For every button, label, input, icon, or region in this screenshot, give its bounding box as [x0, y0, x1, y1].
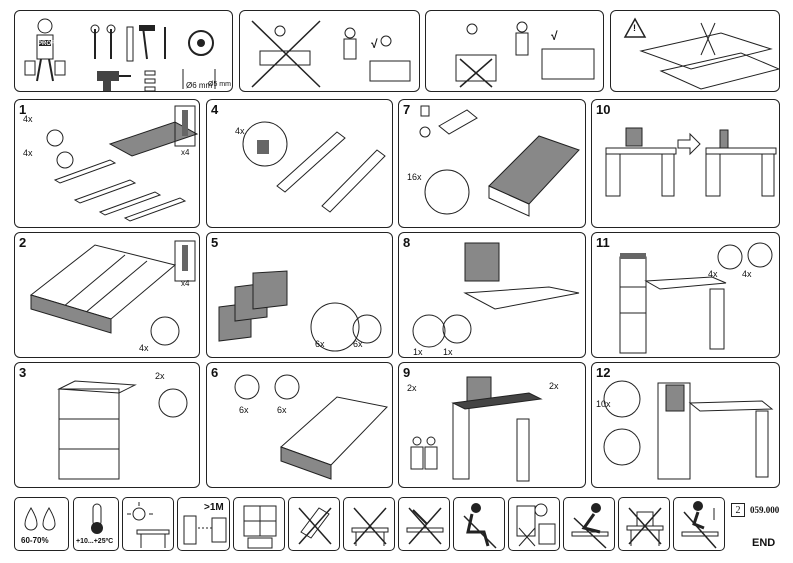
no-climb-icon: [508, 497, 560, 551]
warning-icon: !: [633, 23, 636, 33]
step-11-qty-a: 4x: [708, 269, 718, 279]
step-9-qty-a: 2x: [407, 383, 417, 393]
step-4: 4 4x: [206, 99, 393, 228]
step-number: 10: [596, 102, 611, 117]
step-6: 6 6x 6x: [206, 362, 393, 488]
step-4-illustration: [242, 121, 386, 213]
temperature-icon: +10...+25ºC: [73, 497, 119, 551]
page-number: 2: [731, 503, 745, 517]
step-8-illustration: [412, 242, 580, 348]
humidity-icon: 60-70%: [14, 497, 69, 551]
step-number: 12: [596, 365, 611, 380]
step-3: 3 2x: [14, 362, 200, 488]
product-code: 059.000: [750, 505, 780, 515]
check-mark: √: [371, 37, 378, 51]
step-12-qty: 10x: [596, 399, 611, 409]
drill-size-6: Ø6 mm: [186, 81, 213, 90]
step-number: 7: [403, 102, 411, 117]
do-dont-illustration-2: [455, 21, 595, 88]
step-3-qty: 2x: [155, 371, 165, 381]
no-sit-icon: [453, 497, 505, 551]
no-lean-icon: [343, 497, 395, 551]
step-number: 11: [596, 235, 610, 250]
step-10: 10: [591, 99, 780, 228]
step-number: 6: [211, 365, 219, 380]
check-mark: √: [551, 29, 558, 43]
step-12: 12 10x: [591, 362, 780, 488]
no-tilt-icon: [288, 497, 340, 551]
warning-illustration: [623, 17, 779, 90]
step-number: 5: [211, 235, 219, 250]
tools-panel: PROF Ø6 mm Ø5 mm: [14, 10, 233, 92]
step-1: 1 4x 4x x4: [14, 99, 200, 228]
step-number: 1: [19, 102, 27, 117]
end-label: END: [752, 537, 776, 549]
step-1-qty-c: x4: [181, 148, 190, 157]
step-7-illustration: [419, 105, 580, 217]
no-hammer-icon: [398, 497, 450, 551]
step-9-qty-b: 2x: [549, 381, 559, 391]
step-number: 4: [211, 102, 219, 117]
step-5: 5 6x 6x: [206, 232, 393, 358]
step-5-qty-b: 6x: [353, 339, 363, 349]
window-icon: [233, 497, 285, 551]
do-dont-illustration-1: [251, 20, 411, 88]
tools-illustration: [24, 18, 216, 91]
prof-badge: PROF: [38, 41, 55, 47]
step-4-qty: 4x: [235, 126, 245, 136]
do-dont-panel-1: √: [239, 10, 420, 92]
step-5-illustration: [218, 270, 382, 352]
step-2-illustration: [29, 240, 196, 346]
step-7-qty: 16x: [407, 172, 422, 182]
sunlight-warning-icon: [122, 497, 174, 551]
no-heavy-load-icon: [618, 497, 670, 551]
step-5-qty-a: 6x: [315, 339, 325, 349]
warning-panel: !: [610, 10, 780, 92]
no-stand-on-icon: [563, 497, 615, 551]
step-9: 9 2x 2x: [398, 362, 586, 488]
step-1-illustration: [46, 105, 199, 222]
step-11: 11 4x 4x: [591, 232, 780, 358]
step-10-illustration: [605, 127, 777, 197]
step-3-illustration: [57, 380, 188, 480]
step-8-qty-a: 1x: [413, 347, 423, 357]
step-1-qty-b: 4x: [23, 148, 33, 158]
heater-distance-icon: >1M: [177, 497, 230, 551]
step-2-qty-b: x4: [181, 279, 190, 288]
step-6-qty-a: 6x: [239, 405, 249, 415]
step-number: 2: [19, 235, 27, 250]
step-11-illustration: [619, 242, 773, 354]
step-6-illustration: [234, 374, 388, 480]
no-jump-icon: [673, 497, 725, 551]
step-8: 8 1x 1x: [398, 232, 586, 358]
step-9-illustration: [410, 376, 543, 482]
step-number: 8: [403, 235, 411, 250]
step-12-illustration: [603, 380, 774, 480]
step-number: 9: [403, 365, 411, 380]
step-8-qty-b: 1x: [443, 347, 453, 357]
step-number: 3: [19, 365, 27, 380]
step-2: 2 x4 4x: [14, 232, 200, 358]
step-1-qty-a: 4x: [23, 114, 33, 124]
step-7: 7 16x: [398, 99, 586, 228]
step-2-qty-a: 4x: [139, 343, 149, 353]
do-dont-panel-2: √: [425, 10, 604, 92]
step-6-qty-b: 6x: [277, 405, 287, 415]
step-11-qty-b: 4x: [742, 269, 752, 279]
drill-size-5: Ø5 mm: [208, 81, 231, 88]
